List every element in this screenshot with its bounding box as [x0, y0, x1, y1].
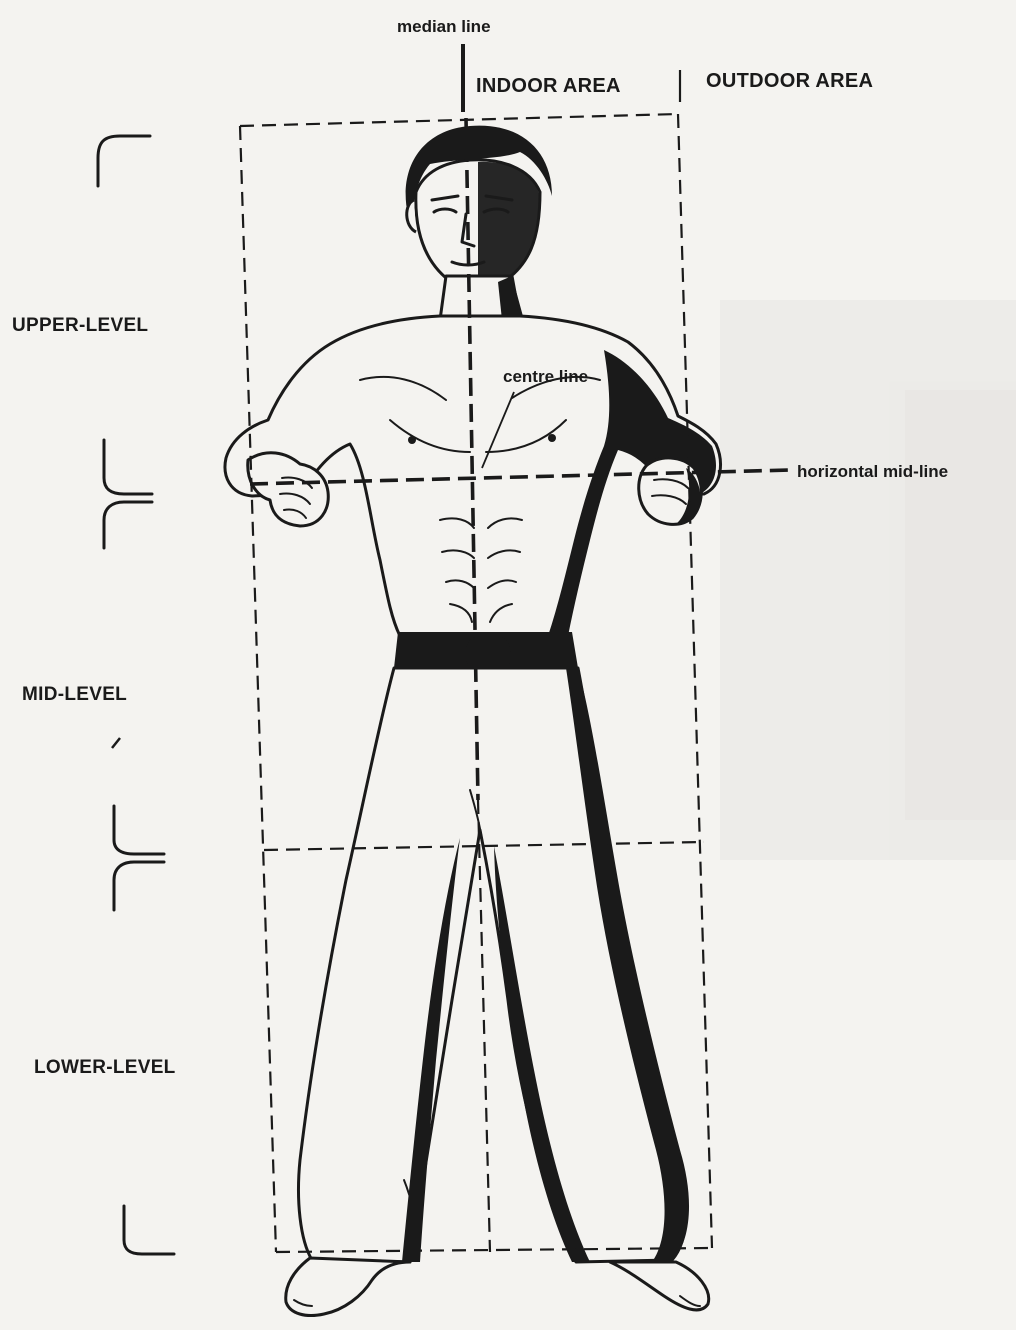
mid-level-label: MID-LEVEL — [22, 685, 127, 704]
horizontal-mid-line-label: horizontal mid-line — [797, 463, 948, 480]
pen-mark — [112, 738, 120, 748]
lower-level-label: LOWER-LEVEL — [34, 1058, 176, 1077]
median-line-label: median line — [397, 18, 491, 35]
mid-lower-bracket — [114, 806, 164, 910]
centre-line-label: centre line — [503, 368, 588, 385]
page-bleed — [720, 300, 1016, 860]
upper-level-label: UPPER-LEVEL — [12, 316, 148, 335]
outdoor-area-label: OUTDOOR AREA — [706, 71, 873, 91]
figure-illustration — [225, 126, 720, 1316]
indoor-area-label: INDOOR AREA — [476, 76, 621, 96]
lower-level-bracket — [124, 1206, 174, 1254]
upper-mid-bracket — [104, 440, 152, 548]
upper-level-bracket — [98, 136, 150, 186]
